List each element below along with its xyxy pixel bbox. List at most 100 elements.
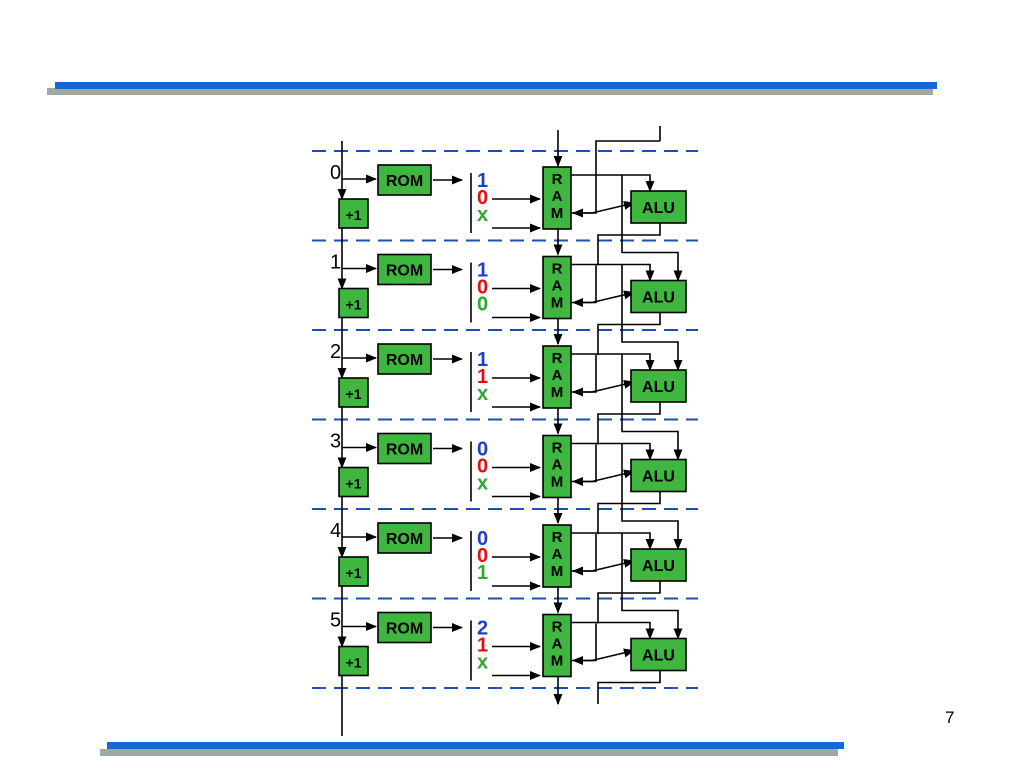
ram-to-alu-wire xyxy=(571,621,655,640)
ram-to-alu-wire xyxy=(571,263,655,282)
alu-label: ALU xyxy=(642,379,675,396)
ram-to-alu-wire xyxy=(571,379,636,393)
ram-letter: A xyxy=(552,546,563,563)
alu-bypass-wire xyxy=(621,443,683,551)
incrementer-box xyxy=(338,287,369,319)
alu-label: ALU xyxy=(642,200,675,217)
incrementer-box xyxy=(338,466,369,498)
alu-box xyxy=(630,279,687,314)
alu-output-wire xyxy=(597,670,661,704)
alu-bypass-wire xyxy=(621,354,683,461)
alu-box xyxy=(630,369,687,403)
microcode-digit: 0 xyxy=(477,294,488,316)
rom-box xyxy=(377,432,432,465)
ram-box xyxy=(542,255,572,320)
microcode-digit: 0 xyxy=(477,528,488,550)
ram-box xyxy=(542,524,572,588)
microcode-digit: 1 xyxy=(477,349,488,371)
microcode-digit: x xyxy=(477,204,488,226)
microcode-digit: 0 xyxy=(477,187,488,209)
rom-label: ROM xyxy=(386,621,423,638)
alu-feedback-wire xyxy=(571,444,597,486)
ram-to-alu-wire xyxy=(571,200,636,214)
microcode-digit: 1 xyxy=(477,366,488,388)
ram-box xyxy=(542,166,572,230)
ram-letter: A xyxy=(552,636,563,653)
microcode-digit: x xyxy=(477,383,488,405)
stage-index-label: 5 xyxy=(330,610,341,632)
alu-output-wire xyxy=(597,402,661,445)
microcode-digit: x xyxy=(477,473,488,495)
microcode-digit: 0 xyxy=(477,456,488,478)
ram-letter: R xyxy=(552,529,563,546)
incrementer-box xyxy=(338,377,369,408)
alu-feedback-wire xyxy=(571,355,597,397)
rom-label: ROM xyxy=(386,531,423,548)
incrementer-box xyxy=(338,198,369,229)
page-number: 7 xyxy=(945,708,955,727)
microcode-digit: 1 xyxy=(477,635,488,657)
ram-to-alu-wire xyxy=(571,469,636,483)
ram-to-alu-wire xyxy=(571,353,655,372)
rom-label: ROM xyxy=(386,173,423,190)
alu-output-wire xyxy=(597,581,661,624)
incrementer-label: +1 xyxy=(346,655,362,671)
incrementer-label: +1 xyxy=(346,297,362,313)
ram-to-alu-wire xyxy=(571,558,636,572)
ram-box xyxy=(542,345,572,409)
alu-label: ALU xyxy=(642,648,675,665)
ram-letter: A xyxy=(552,188,563,205)
ram-letter: R xyxy=(552,171,563,188)
incrementer-label: +1 xyxy=(346,386,362,402)
ram-letter: R xyxy=(552,261,563,278)
alu-label: ALU xyxy=(642,469,675,486)
alu-output-wire xyxy=(597,491,661,534)
microcode-digit: 0 xyxy=(477,545,488,567)
incrementer-label: +1 xyxy=(346,476,362,492)
stage-index-label: 0 xyxy=(330,162,341,184)
bottom-rule xyxy=(100,742,844,756)
microcode-digit: 1 xyxy=(477,170,488,192)
ram-letter: M xyxy=(551,653,564,670)
alu-feedback-wire xyxy=(571,176,597,218)
microcode-digit: 0 xyxy=(477,439,488,461)
rom-box xyxy=(377,522,432,554)
alu-box xyxy=(630,458,687,493)
stage-index-label: 4 xyxy=(330,520,341,542)
alu-bypass-wire xyxy=(621,264,683,372)
ram-to-alu-wire xyxy=(571,442,655,461)
alu-output-wire xyxy=(597,312,661,355)
alu-feedback-wire xyxy=(571,265,597,307)
alu-bypass-wire xyxy=(621,175,683,282)
ram-letter: A xyxy=(552,457,563,474)
ram-letter: M xyxy=(551,563,564,580)
ram-to-alu-wire xyxy=(571,174,655,193)
stage-index-label: 1 xyxy=(330,252,341,274)
ram-to-alu-wire xyxy=(571,532,655,551)
microcode-digit: 1 xyxy=(477,260,488,282)
ram-letter: R xyxy=(552,350,563,367)
ram-to-alu-wire xyxy=(571,290,636,304)
ram-letter: M xyxy=(551,474,564,491)
ram-letter: A xyxy=(552,367,563,384)
microcode-digit: 2 xyxy=(477,618,488,640)
incrementer-box xyxy=(338,556,369,587)
alu-label: ALU xyxy=(642,290,675,307)
rom-box xyxy=(377,611,432,644)
stage-index-label: 3 xyxy=(330,431,341,453)
ram-letter: R xyxy=(552,619,563,636)
top-rule xyxy=(47,82,937,95)
ram-letter: R xyxy=(552,440,563,457)
rom-label: ROM xyxy=(386,263,423,280)
ram-box xyxy=(542,613,572,678)
rom-label: ROM xyxy=(386,442,423,459)
microcode-digit: x xyxy=(477,652,488,674)
alu-output-wire xyxy=(597,223,661,266)
ram-letter: M xyxy=(551,205,564,222)
ram-to-alu-wire xyxy=(571,648,636,662)
alu-box xyxy=(630,637,687,672)
microcode-digit: 0 xyxy=(477,277,488,299)
rom-box xyxy=(377,253,432,286)
alu-box xyxy=(630,548,687,582)
